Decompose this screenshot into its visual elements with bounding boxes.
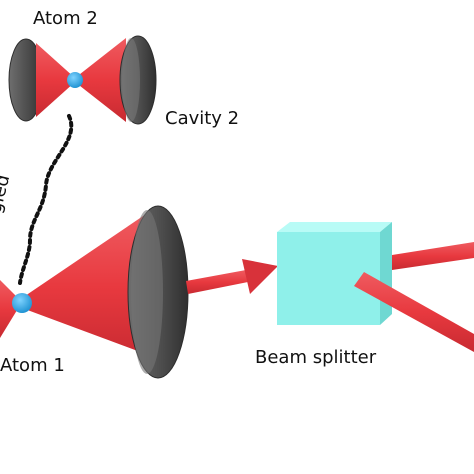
cavity-2-beam-right-cone [75, 38, 126, 122]
atom-1 [12, 293, 32, 313]
output-beam-shaft [186, 270, 248, 294]
cavity-2-right-mirror-face [122, 38, 140, 122]
reflected-beam [354, 272, 474, 352]
beam-splitter-label: Beam splitter [255, 347, 377, 368]
transmitted-beam [392, 242, 474, 270]
split-beams [354, 242, 474, 352]
cavity-1-beam-right-cone [22, 214, 162, 360]
atom-1-label: Atom 1 [0, 355, 65, 376]
output-beam-arrowhead [242, 259, 278, 294]
beam-splitter-side-face [380, 222, 392, 325]
cavity-1-beam-left-cone [0, 280, 22, 338]
entanglement-link [18, 114, 74, 285]
cavity-1-mirror-face [131, 210, 163, 374]
cavity-2-beam-left-cone [36, 43, 75, 117]
cavity-2-label: Cavity 2 [165, 108, 240, 129]
atom-2 [67, 72, 83, 88]
beam-splitter [277, 222, 392, 325]
beam-splitter-front-face [277, 232, 380, 325]
output-beam [186, 259, 278, 294]
cavity-1 [0, 205, 189, 379]
atom-2-label: Atom 2 [33, 8, 98, 29]
cavity-2 [8, 35, 157, 125]
beam-splitter-top-face [277, 222, 392, 232]
